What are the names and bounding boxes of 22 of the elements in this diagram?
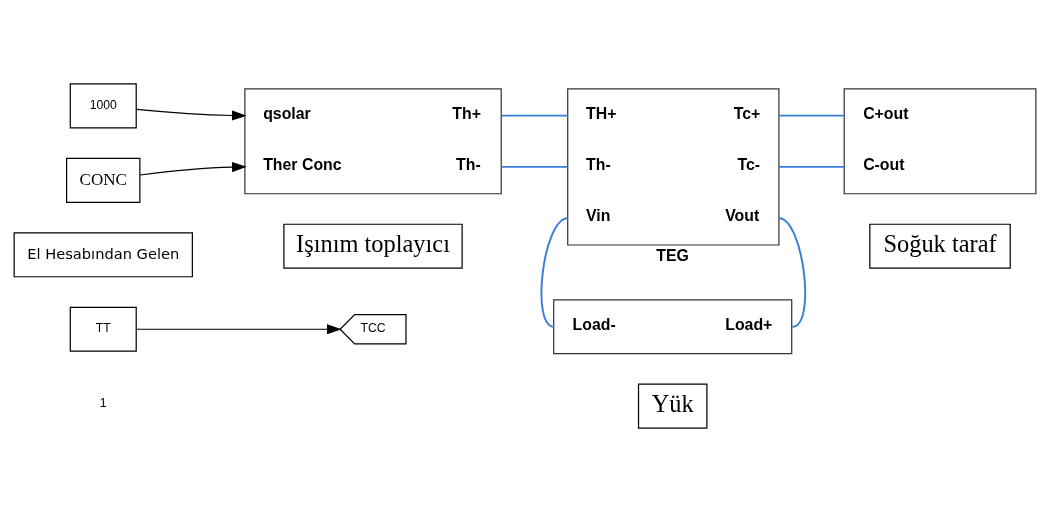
node-box: El Hesabından Gelen [13,232,193,278]
connector [777,114,846,117]
node-box: TH+ Tc+ Th- Tc- Vin Vout [567,88,780,246]
connector [500,165,569,168]
node-box: Soğuk taraf [869,223,1011,269]
node-box: TT [69,306,137,352]
arrow [136,108,247,121]
node-box: qsolar Th+ Ther Conc Th- [244,88,502,195]
label: 1 [99,395,107,410]
arrow [139,161,247,176]
connector [540,217,569,328]
connector [777,165,846,168]
connector [500,114,569,117]
node-box: Işınım toplayıcı [283,223,463,269]
node-label: TEG [656,247,689,265]
node-box: 1000 [69,83,137,129]
node-box: CONC [66,157,141,203]
arrow [136,324,342,335]
connector [777,217,807,328]
node-box: C+out C-out [843,88,1037,195]
node-box: Yük [637,383,708,429]
node-box: Load- Load+ [553,299,793,355]
